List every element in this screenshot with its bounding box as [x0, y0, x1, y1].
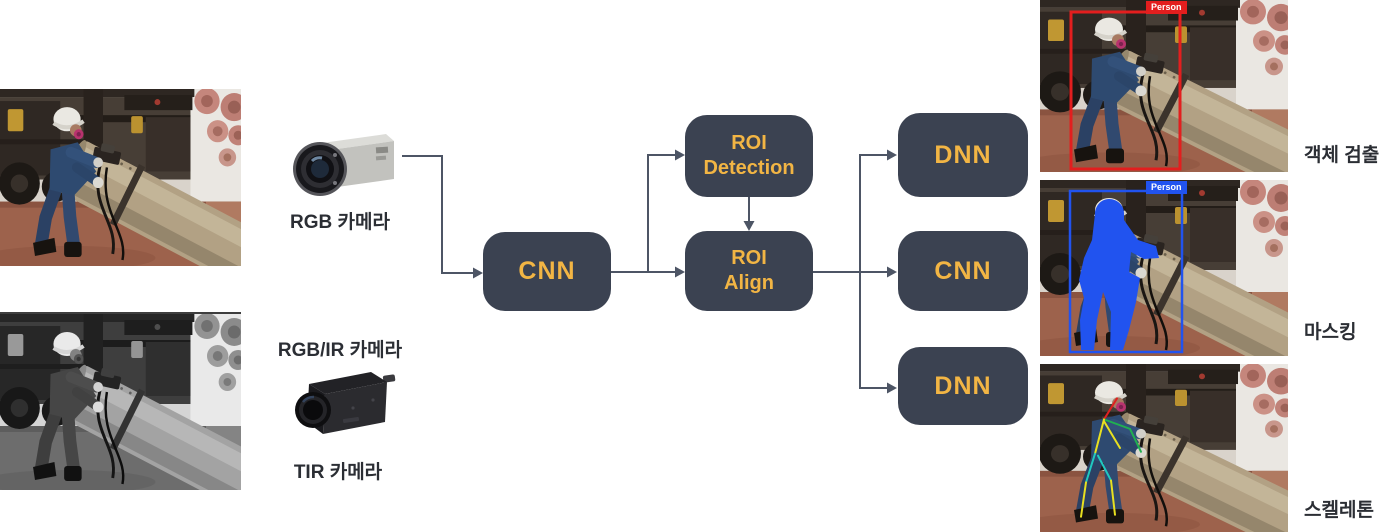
rgb-camera-label: RGB 카메라: [290, 212, 390, 233]
node-roi-detection-line2: Detection: [703, 157, 795, 179]
person-tag-masking: Person: [1146, 181, 1187, 194]
tir-input-photo: [0, 312, 241, 490]
node-cnn-branch-label: CNN: [934, 256, 992, 285]
skeleton-output-photo: [1040, 364, 1288, 532]
rgb-input-photo: [0, 89, 241, 266]
node-roi-detection-line1: ROI: [731, 132, 767, 154]
tir-camera-label: TIR 카메라: [293, 462, 383, 483]
person-tag-detection: Person: [1146, 1, 1187, 14]
node-dnn-bottom: DNN: [898, 347, 1028, 425]
node-cnn-branch: CNN: [898, 231, 1028, 311]
node-roi-align-line1: ROI: [731, 247, 767, 269]
detection-output-label: 객체 검출: [1304, 145, 1380, 166]
node-cnn-main: CNN: [483, 232, 611, 311]
rgbir-camera-label: RGB/IR 카메라: [277, 340, 403, 361]
node-roi-align: ROI Align: [685, 231, 813, 311]
node-dnn-top-label: DNN: [934, 140, 992, 169]
node-dnn-bottom-label: DNN: [934, 371, 992, 400]
masking-output-photo: Person: [1040, 180, 1288, 356]
masking-output-label: 마스킹: [1304, 322, 1357, 343]
detection-output-photo: Person: [1040, 0, 1288, 172]
node-roi-detection: ROI Detection: [685, 115, 813, 197]
node-dnn-top: DNN: [898, 113, 1028, 197]
tir-camera-icon: [283, 360, 397, 452]
node-roi-align-line2: Align: [724, 272, 774, 294]
rgb-camera-icon: [288, 127, 398, 207]
node-cnn-main-label: CNN: [518, 257, 576, 285]
skeleton-output-label: 스켈레톤: [1304, 500, 1374, 521]
